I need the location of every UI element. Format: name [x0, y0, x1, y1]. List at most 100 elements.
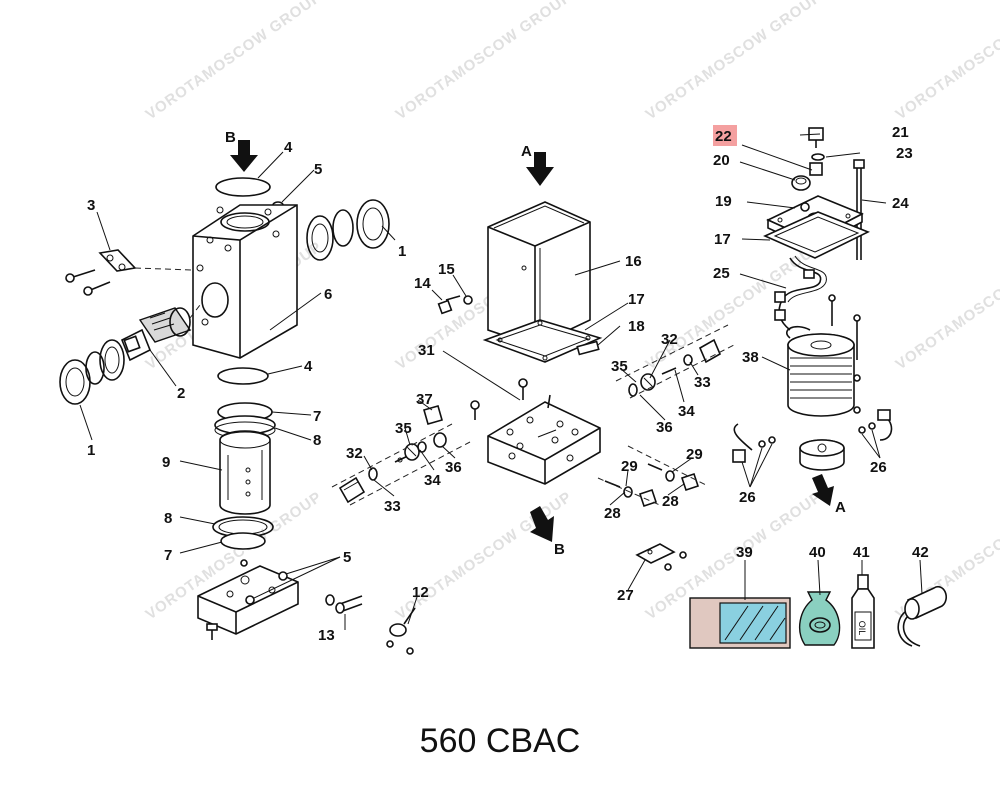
callout-33-left: 33 [384, 498, 401, 515]
cylinder-assembly [212, 402, 276, 550]
shaft-2 [120, 304, 201, 362]
base-plate [197, 559, 299, 640]
arrow-b-bottom [530, 506, 554, 542]
watermark: VOROTAMOSCOW GROUP [393, 488, 576, 623]
valve-28-right [627, 445, 709, 492]
callout-labels: B A A B 1 1 2 3 4 4 5 5 6 7 7 8 8 9 12 1… [87, 124, 929, 644]
callout-1-left: 1 [87, 442, 95, 459]
callout-35-left: 35 [395, 420, 412, 437]
bracket-3 [98, 249, 193, 272]
callout-a-right: A [835, 499, 846, 516]
watermark: VOROTAMOSCOW GROUP [393, 0, 576, 123]
callout-33-right: 33 [694, 374, 711, 391]
callout-21: 21 [892, 124, 909, 141]
callout-12: 12 [412, 584, 429, 601]
callout-28-b: 28 [662, 493, 679, 510]
label-plate-18 [576, 340, 600, 356]
callout-22: 22 [715, 128, 732, 145]
callout-28-a: 28 [604, 505, 621, 522]
coil-base-26 [732, 409, 893, 471]
callout-20: 20 [713, 152, 730, 169]
callout-8-bot: 8 [164, 510, 172, 527]
callout-9: 9 [162, 454, 170, 471]
valve-28-left [597, 477, 663, 508]
bearing-right [306, 199, 390, 261]
callout-34-right: 34 [678, 403, 695, 420]
callout-23: 23 [896, 145, 913, 162]
arrow-a-top [526, 152, 554, 186]
callout-b-top: B [225, 129, 236, 146]
callout-34-left: 34 [424, 472, 441, 489]
callout-31: 31 [418, 342, 435, 359]
gasket-17-mid [482, 319, 603, 363]
callout-4-mid: 4 [304, 358, 313, 375]
leader-lines [79, 133, 923, 630]
callout-2: 2 [177, 385, 185, 402]
plug-20 [791, 175, 811, 191]
callout-13: 13 [318, 627, 335, 644]
bag-40 [798, 591, 841, 646]
callout-37: 37 [416, 391, 433, 408]
arrow-b-top [230, 140, 258, 172]
callout-a-top: A [521, 143, 532, 160]
plate-27 [635, 543, 687, 571]
cable-25 [774, 255, 827, 331]
bearing-left [59, 339, 125, 405]
highlight-22 [713, 125, 737, 146]
callout-15: 15 [438, 261, 455, 278]
pin-13 [325, 594, 363, 614]
clip-12 [386, 607, 416, 655]
callout-36-left: 36 [445, 459, 462, 476]
callout-32-right: 32 [661, 331, 678, 348]
screw-14 [437, 295, 473, 315]
callout-25: 25 [713, 265, 730, 282]
callout-19: 19 [715, 193, 732, 210]
oil-bottle-41: OIL [851, 574, 875, 649]
valve-left [331, 405, 471, 506]
coil-38 [785, 294, 861, 417]
callout-7-top: 7 [313, 408, 321, 425]
callout-26-a: 26 [739, 489, 756, 506]
callout-32-left: 32 [346, 445, 363, 462]
callout-16: 16 [625, 253, 642, 270]
callout-24: 24 [892, 195, 909, 212]
callout-5-top: 5 [314, 161, 322, 178]
box-16 [487, 201, 591, 347]
callout-18: 18 [628, 318, 645, 335]
callout-5-bot: 5 [343, 549, 351, 566]
arrow-a-right [812, 474, 834, 506]
callout-14: 14 [414, 275, 431, 292]
capacitor-42 [897, 585, 947, 647]
screws-bracket [65, 269, 111, 296]
callout-38: 38 [742, 349, 759, 366]
valve-right [615, 324, 735, 399]
callout-29-b: 29 [686, 446, 703, 463]
callout-6: 6 [324, 286, 332, 303]
callout-1-right: 1 [398, 243, 406, 260]
callout-17-mid: 17 [628, 291, 645, 308]
callout-39: 39 [736, 544, 753, 561]
manifold-31 [470, 378, 601, 485]
callout-41: 41 [853, 544, 870, 561]
callout-b-bottom: B [554, 541, 565, 558]
callout-8-top: 8 [313, 432, 321, 449]
kit-39 [689, 597, 791, 649]
gasket-17-right [763, 211, 870, 259]
o-ring-4-mid [217, 367, 269, 385]
callout-7-bot: 7 [164, 547, 172, 564]
callout-3: 3 [87, 197, 95, 214]
watermark: VOROTAMOSCOW GROUP [893, 0, 1000, 123]
callout-42: 42 [912, 544, 929, 561]
callout-29-a: 29 [621, 458, 638, 475]
callout-35-right: 35 [611, 358, 628, 375]
oil-label: OIL [857, 621, 867, 636]
watermark: VOROTAMOSCOW GROUP [643, 0, 826, 123]
bolt-24 [853, 159, 865, 260]
fitting-21 [808, 127, 825, 176]
housing-6 [192, 204, 298, 359]
callout-4-top: 4 [284, 139, 293, 156]
callout-40: 40 [809, 544, 826, 561]
diagram-title: 560 CBAC [420, 722, 581, 760]
